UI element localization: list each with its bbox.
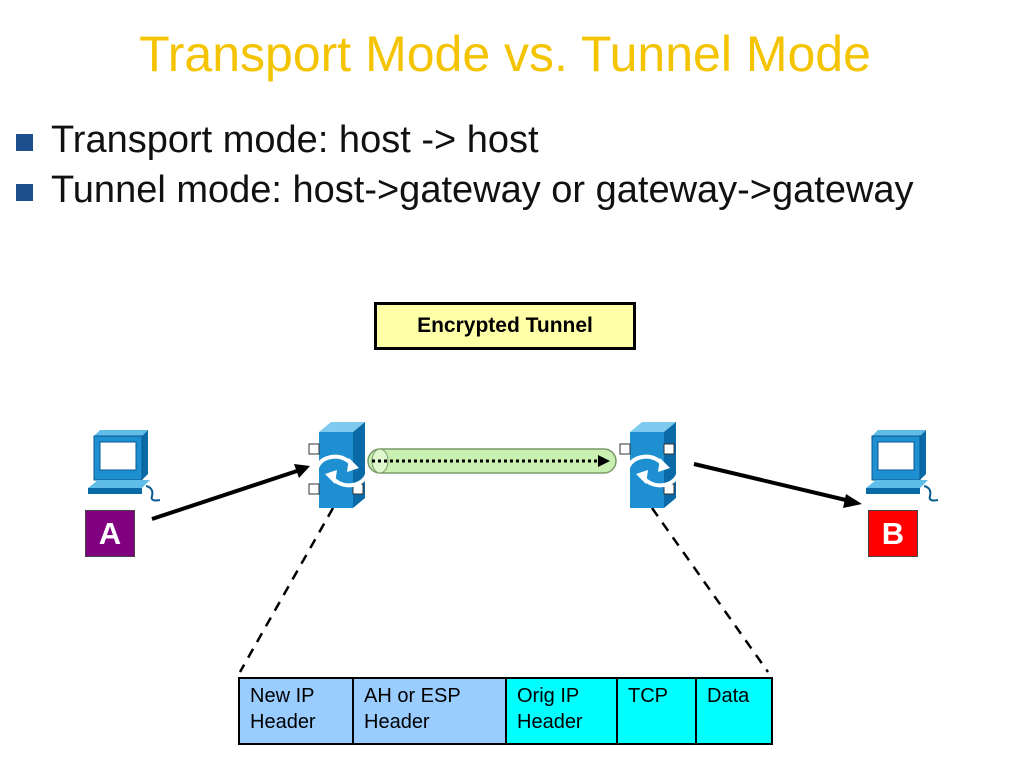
bullet-text: Transport mode: host -> host: [51, 119, 539, 161]
gateway-router-icon: [308, 422, 370, 508]
gateway-router-icon: [619, 422, 681, 508]
packet-field-line1: AH or ESP: [364, 685, 461, 707]
bullet-item: Tunnel mode: host->gateway or gateway->g…: [14, 167, 1004, 213]
bullet-square-icon: [16, 134, 33, 151]
bullet-list: Transport mode: host -> host Tunnel mode…: [14, 117, 1004, 217]
arrow-a-to-gateway: [151, 464, 310, 521]
packet-field: Data: [697, 679, 771, 743]
computer-icon: [88, 430, 161, 502]
host-b-label: B: [868, 510, 918, 557]
bullet-text: Tunnel mode: host->gateway or gateway->g…: [51, 169, 914, 211]
packet-field-line2: Header: [250, 711, 316, 733]
packet-field-line2: Header: [364, 711, 430, 733]
arrow-gateway-to-b: [693, 462, 862, 508]
packet-field: Orig IP Header: [507, 679, 618, 743]
packet-field-line1: New IP: [250, 685, 315, 707]
packet-field-line1: Orig IP: [517, 685, 580, 707]
encrypted-tunnel-label: Encrypted Tunnel: [374, 302, 636, 350]
packet-field-line1: TCP: [628, 685, 668, 707]
bullet-item: Transport mode: host -> host: [14, 117, 1004, 163]
packet-field-line1: Data: [707, 685, 750, 707]
bullet-square-icon: [16, 184, 33, 201]
packet-field: TCP: [618, 679, 697, 743]
encrypted-tunnel-pipe: [367, 448, 617, 474]
packet-field: New IP Header: [240, 679, 354, 743]
dashed-link-right: [650, 507, 770, 673]
packet-field-line2: Header: [517, 711, 583, 733]
computer-icon: [866, 430, 939, 502]
packet-structure: New IP Header AH or ESP Header Orig IP H…: [238, 677, 773, 745]
host-a-label: A: [85, 510, 135, 557]
packet-field: AH or ESP Header: [354, 679, 507, 743]
dashed-link-left: [238, 507, 335, 673]
slide-title: Transport Mode vs. Tunnel Mode: [139, 26, 871, 82]
